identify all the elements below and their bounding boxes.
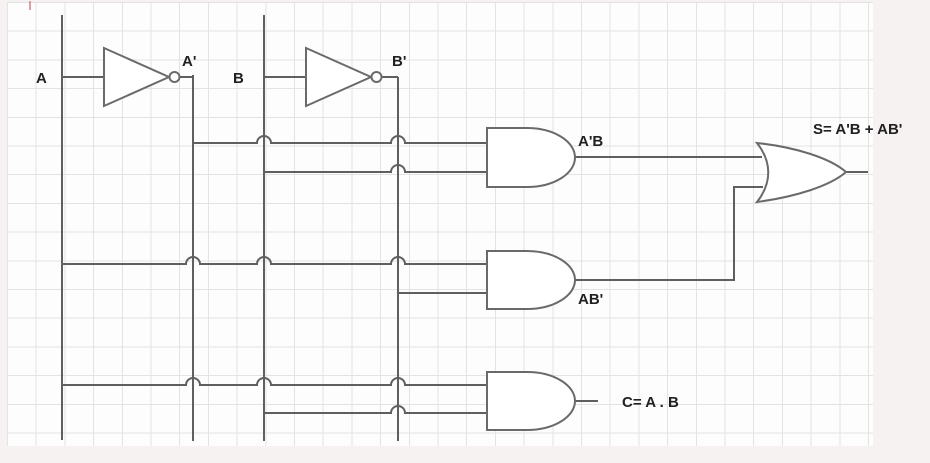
wire-b-to-and3 bbox=[264, 405, 487, 414]
not-a-output-label: A' bbox=[182, 53, 196, 70]
labels: A A' B B' A'B AB' C= A . B S= A'B + AB' bbox=[36, 53, 902, 411]
input-a-label: A bbox=[36, 70, 47, 87]
red-artifact-mark bbox=[29, 1, 31, 10]
wire-b-to-and1 bbox=[264, 164, 487, 173]
not-gate-a-triangle bbox=[103, 46, 172, 108]
not-gate-b bbox=[305, 46, 383, 108]
and-gate-3 bbox=[486, 371, 576, 431]
not-b-output-label: B' bbox=[392, 53, 406, 70]
wire-a-to-and2 bbox=[62, 256, 487, 265]
and-gate-2 bbox=[486, 250, 576, 310]
not-gate-b-triangle bbox=[305, 46, 374, 108]
and-gate-1 bbox=[486, 127, 576, 188]
and1-output-label: A'B bbox=[578, 133, 603, 150]
wire-and2-to-or bbox=[575, 186, 763, 281]
and2-output-label: AB' bbox=[578, 291, 603, 308]
sum-equation-label: S= A'B + AB' bbox=[813, 121, 902, 138]
wire-a-to-and3 bbox=[62, 377, 487, 386]
gates bbox=[103, 46, 848, 431]
carry-equation-label: C= A . B bbox=[622, 394, 679, 411]
wire-aprime-to-and1 bbox=[193, 135, 487, 144]
not-gate-a-bubble bbox=[168, 71, 181, 83]
not-gate-b-bubble bbox=[370, 71, 383, 83]
or-gate bbox=[754, 141, 848, 204]
wires bbox=[61, 15, 868, 441]
not-gate-a bbox=[103, 46, 181, 108]
input-b-label: B bbox=[233, 70, 244, 87]
